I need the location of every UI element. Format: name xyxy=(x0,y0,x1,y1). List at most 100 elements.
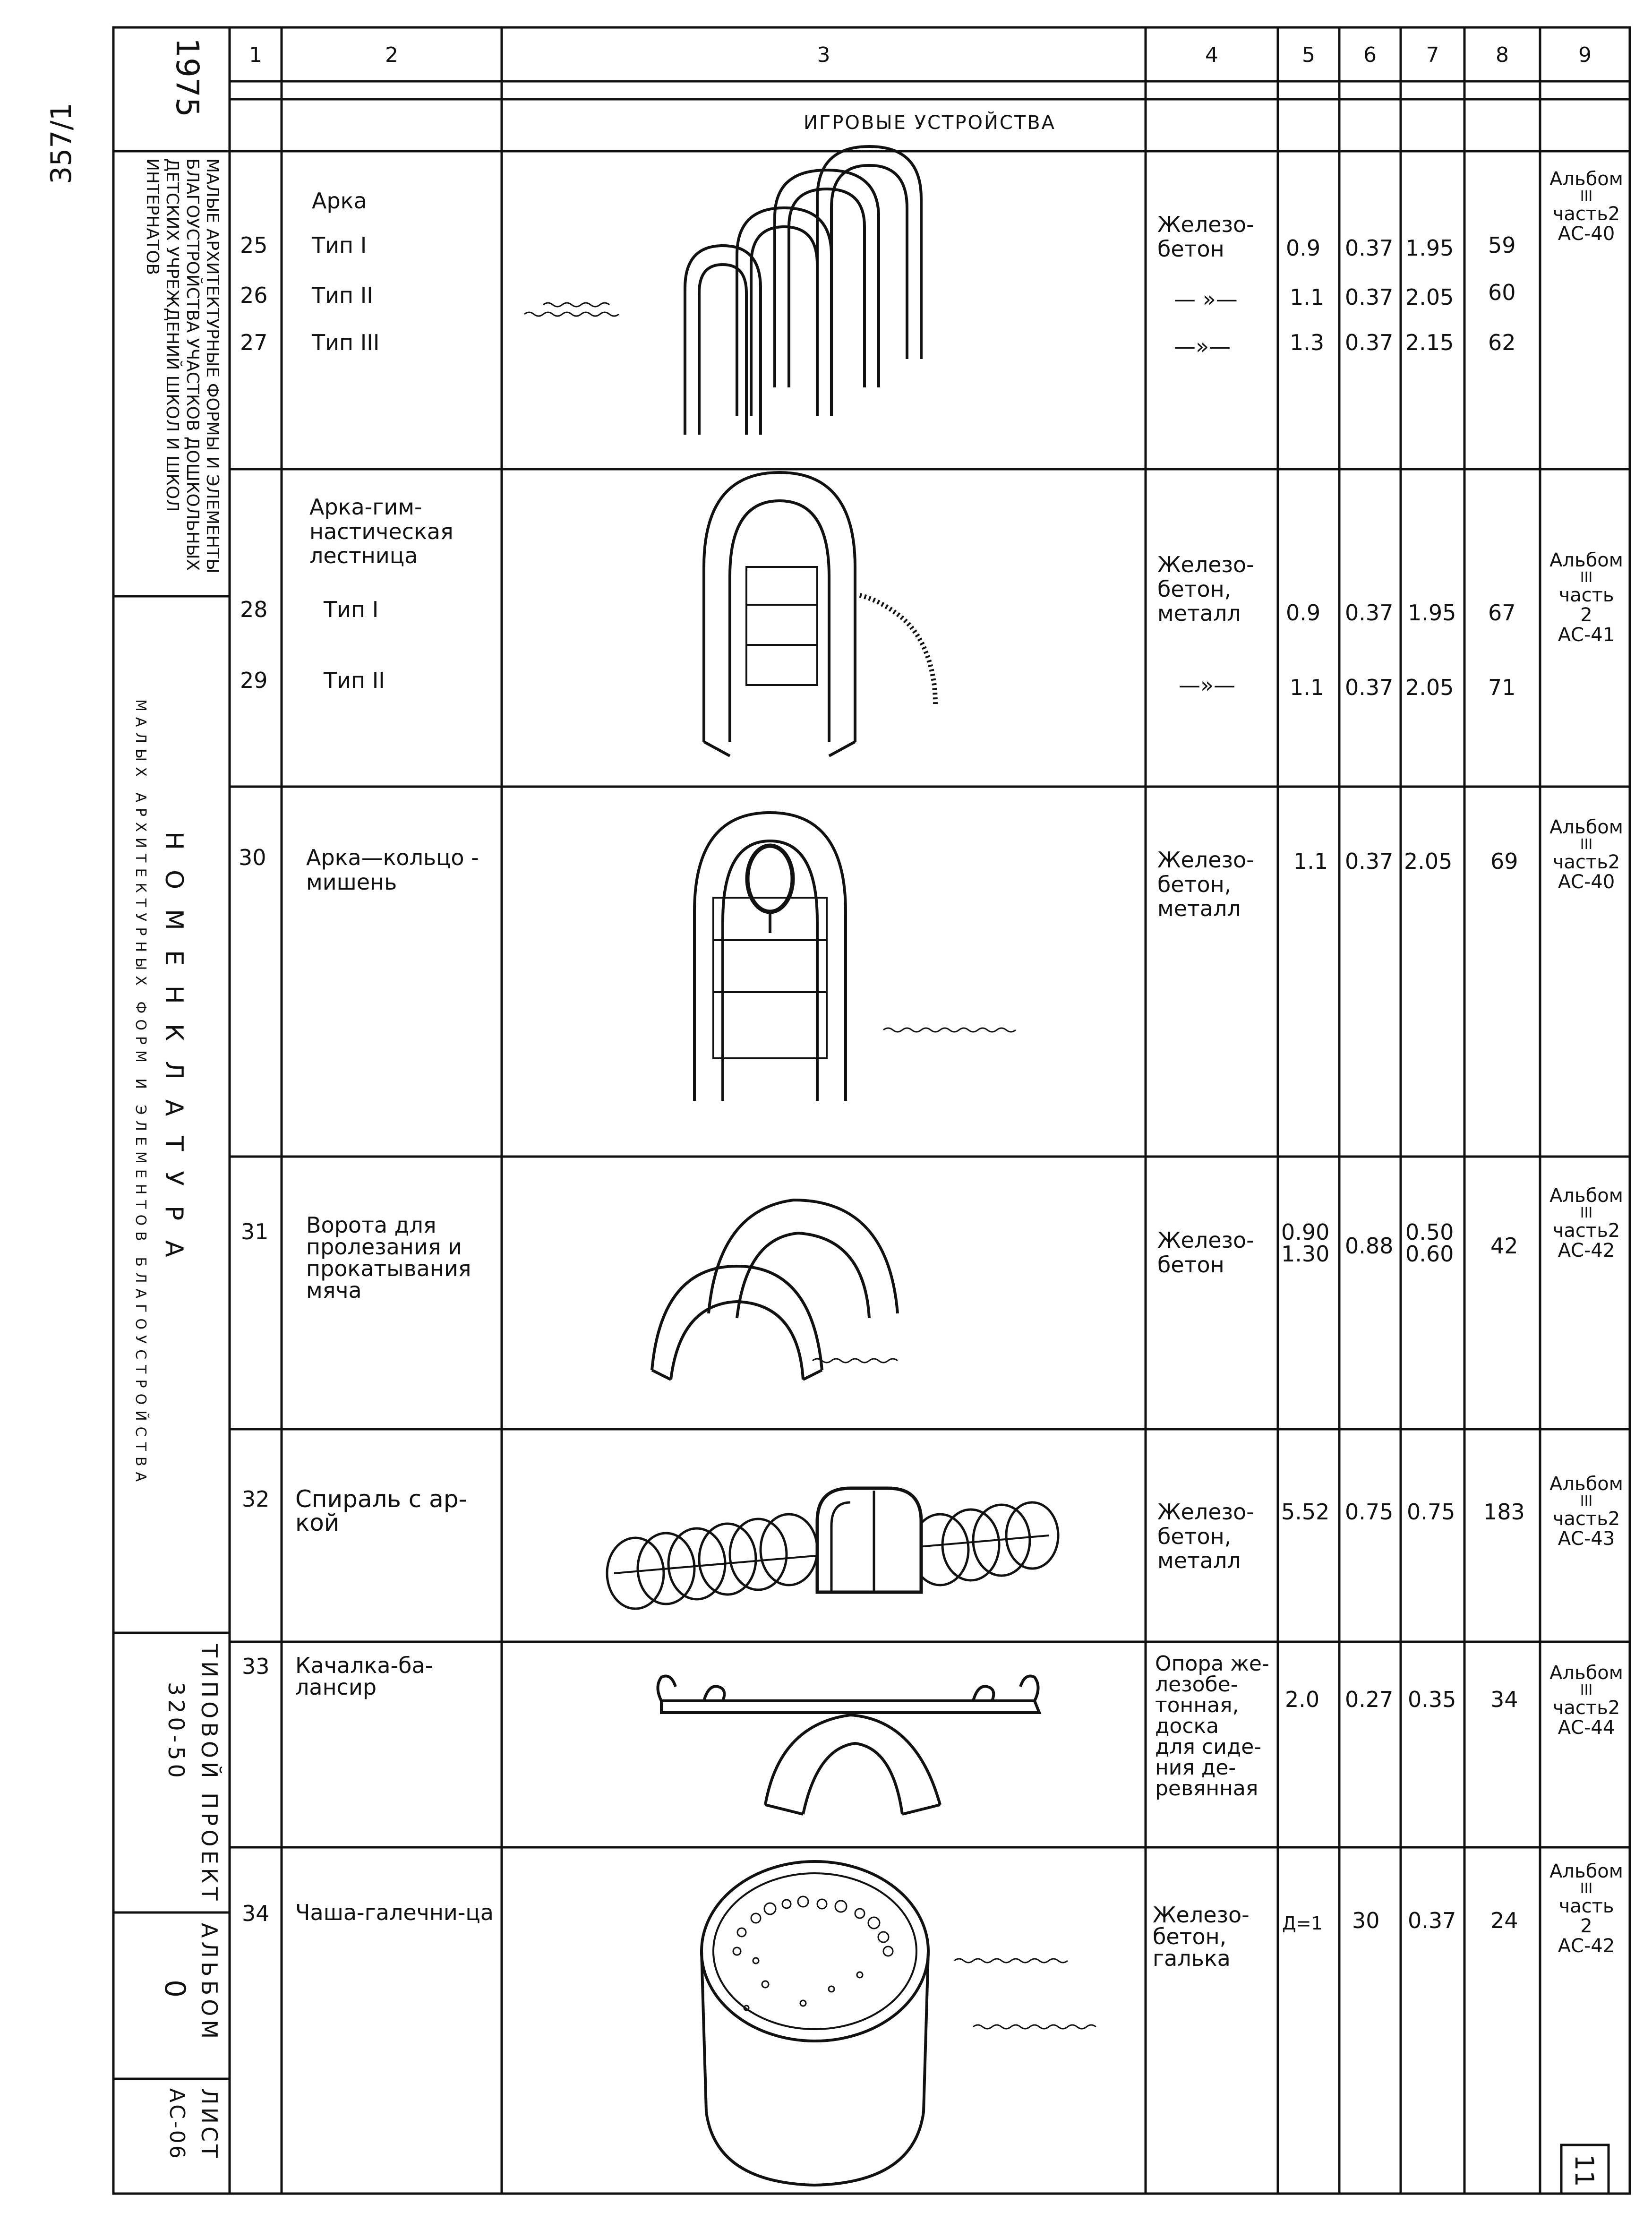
material: Железо- бетон xyxy=(1157,212,1254,262)
row-num: 26 xyxy=(240,283,268,308)
album-label: АЛЬБОМ xyxy=(197,1923,222,2043)
c6: 0.27 xyxy=(1345,1687,1394,1712)
col-header-6: 6 xyxy=(1363,43,1377,67)
row-num: 31 xyxy=(241,1219,269,1244)
c5: 2.0 xyxy=(1285,1687,1320,1712)
material-repeat: —»— xyxy=(1179,672,1236,698)
material-line: бетон xyxy=(1157,1252,1224,1278)
item-name: Чаша-галечни-ца xyxy=(295,1900,494,1925)
title-year: 1975 xyxy=(169,38,205,117)
c7: 1.95 xyxy=(1405,235,1454,261)
material-repeat: —»— xyxy=(1174,334,1231,359)
section-title: ИГРОВЫЕ УСТРОЙСТВА xyxy=(803,112,1056,134)
arch-ring-target-drawing xyxy=(693,811,1016,1101)
c7-line: 0.50 xyxy=(1405,1219,1454,1245)
ref-line: III xyxy=(1580,569,1593,586)
ref-line: часть2 xyxy=(1552,203,1620,225)
material-line: Железо- xyxy=(1153,1902,1250,1928)
reference: Альбом III часть2 АС-40 xyxy=(1544,169,1629,244)
item-name: Ворота для пролезания и прокатывания мяч… xyxy=(306,1212,471,1303)
project-number: 320-50 xyxy=(163,1682,189,1782)
reference: Альбом III часть2 АС-44 xyxy=(1544,1663,1629,1738)
c6: 0.37 xyxy=(1345,284,1394,310)
crawl-gates-drawing xyxy=(651,1198,899,1381)
ref-line: АС-40 xyxy=(1558,871,1615,893)
material-line: ревянная xyxy=(1155,1776,1258,1801)
reference: Альбом III часть2 АС-43 xyxy=(1544,1474,1629,1549)
c5: 0.90 1.30 xyxy=(1281,1221,1329,1265)
ref-line: III xyxy=(1580,1682,1593,1698)
sheet-label: ЛИСТ xyxy=(197,2088,222,2161)
material-line: тонная, xyxy=(1155,1693,1239,1717)
material: Опора же- лезобе- тонная, доска для сиде… xyxy=(1155,1654,1269,1799)
album-title: МАЛЫЕ АРХИТЕКТУРНЫЕ ФОРМЫ И ЭЛЕМЕНТЫ БЛА… xyxy=(142,158,222,583)
seesaw-drawing xyxy=(656,1674,1042,1816)
material-line: Железо- xyxy=(1157,847,1254,873)
material-line: бетон xyxy=(1157,236,1224,262)
material-line: лезобе- xyxy=(1155,1672,1238,1697)
row-num: 33 xyxy=(242,1654,270,1679)
col-header-5: 5 xyxy=(1302,43,1315,67)
c8: 67 xyxy=(1488,600,1516,626)
reference: Альбом III часть 2 АС-42 xyxy=(1544,1861,1629,1956)
col-header-7: 7 xyxy=(1426,43,1439,67)
material: Железо- бетон, галька xyxy=(1153,1904,1250,1969)
c5: 1.1 xyxy=(1290,284,1325,310)
ref-line: АС-40 xyxy=(1558,223,1615,245)
c6: 0.37 xyxy=(1345,235,1394,261)
material-repeat: — »— xyxy=(1174,286,1238,312)
ref-line: часть2 xyxy=(1552,1508,1620,1530)
item-type: Тип I xyxy=(312,232,367,258)
c6: 0.37 xyxy=(1345,330,1394,355)
c6: 0.88 xyxy=(1345,1233,1394,1259)
row-num: 30 xyxy=(239,845,266,870)
c8: 34 xyxy=(1490,1687,1518,1712)
c6: 0.37 xyxy=(1345,600,1394,626)
item-type: Тип III xyxy=(312,330,380,355)
ref-line: Альбом xyxy=(1549,1861,1623,1882)
material-line: Железо- xyxy=(1157,1227,1254,1253)
spiral-arch-drawing xyxy=(606,1486,1060,1610)
material: Железо- бетон, металл xyxy=(1157,848,1254,921)
item-name: Арка xyxy=(312,188,367,214)
material-line: металл xyxy=(1157,896,1241,922)
ref-line: 2 xyxy=(1580,604,1592,626)
reference: Альбом III часть2 АС-40 xyxy=(1544,817,1629,892)
c5: 5.52 xyxy=(1281,1499,1330,1525)
ref-line: III xyxy=(1580,188,1593,205)
c5: Д=1 xyxy=(1282,1913,1323,1934)
c7-line: 0.60 xyxy=(1405,1241,1454,1267)
material: Железо- бетон xyxy=(1157,1228,1254,1277)
c8: 60 xyxy=(1488,280,1516,305)
col-header-2: 2 xyxy=(385,43,398,67)
material-line: металл xyxy=(1157,600,1241,626)
project-label: ТИПОВОЙ ПРОЕКТ xyxy=(197,1644,222,1904)
col-header-8: 8 xyxy=(1496,43,1509,67)
c7: 1.95 xyxy=(1408,600,1456,626)
material-line: Железо- xyxy=(1157,552,1254,577)
material-line: для сиде- xyxy=(1155,1735,1262,1759)
ref-line: часть2 xyxy=(1552,1697,1620,1719)
item-name: Качалка-ба-лансир xyxy=(295,1653,433,1700)
ref-line: Альбом xyxy=(1549,168,1623,190)
c5: 1.1 xyxy=(1293,849,1328,874)
row-num: 32 xyxy=(242,1486,270,1512)
col-header-4: 4 xyxy=(1205,43,1218,67)
item-type: Тип II xyxy=(312,283,373,308)
item-type: Тип II xyxy=(324,668,385,693)
material: Железо- бетон, металл xyxy=(1157,1500,1254,1573)
material-line: Железо- xyxy=(1157,212,1254,237)
ref-line: Альбом xyxy=(1549,549,1623,571)
ref-line: часть2 xyxy=(1552,1219,1620,1242)
material-line: Опора же- xyxy=(1155,1652,1269,1676)
material-line: доска xyxy=(1155,1714,1219,1738)
c5: 0.9 xyxy=(1286,235,1321,261)
item-name: Арка—кольцо - мишень xyxy=(306,845,479,895)
reference: Альбом III часть2 АС-42 xyxy=(1544,1186,1629,1261)
c8: 59 xyxy=(1488,232,1516,258)
row-num: 28 xyxy=(240,597,268,622)
material-line: бетон, xyxy=(1157,871,1232,897)
c8: 69 xyxy=(1490,849,1518,874)
c8: 183 xyxy=(1483,1499,1525,1525)
